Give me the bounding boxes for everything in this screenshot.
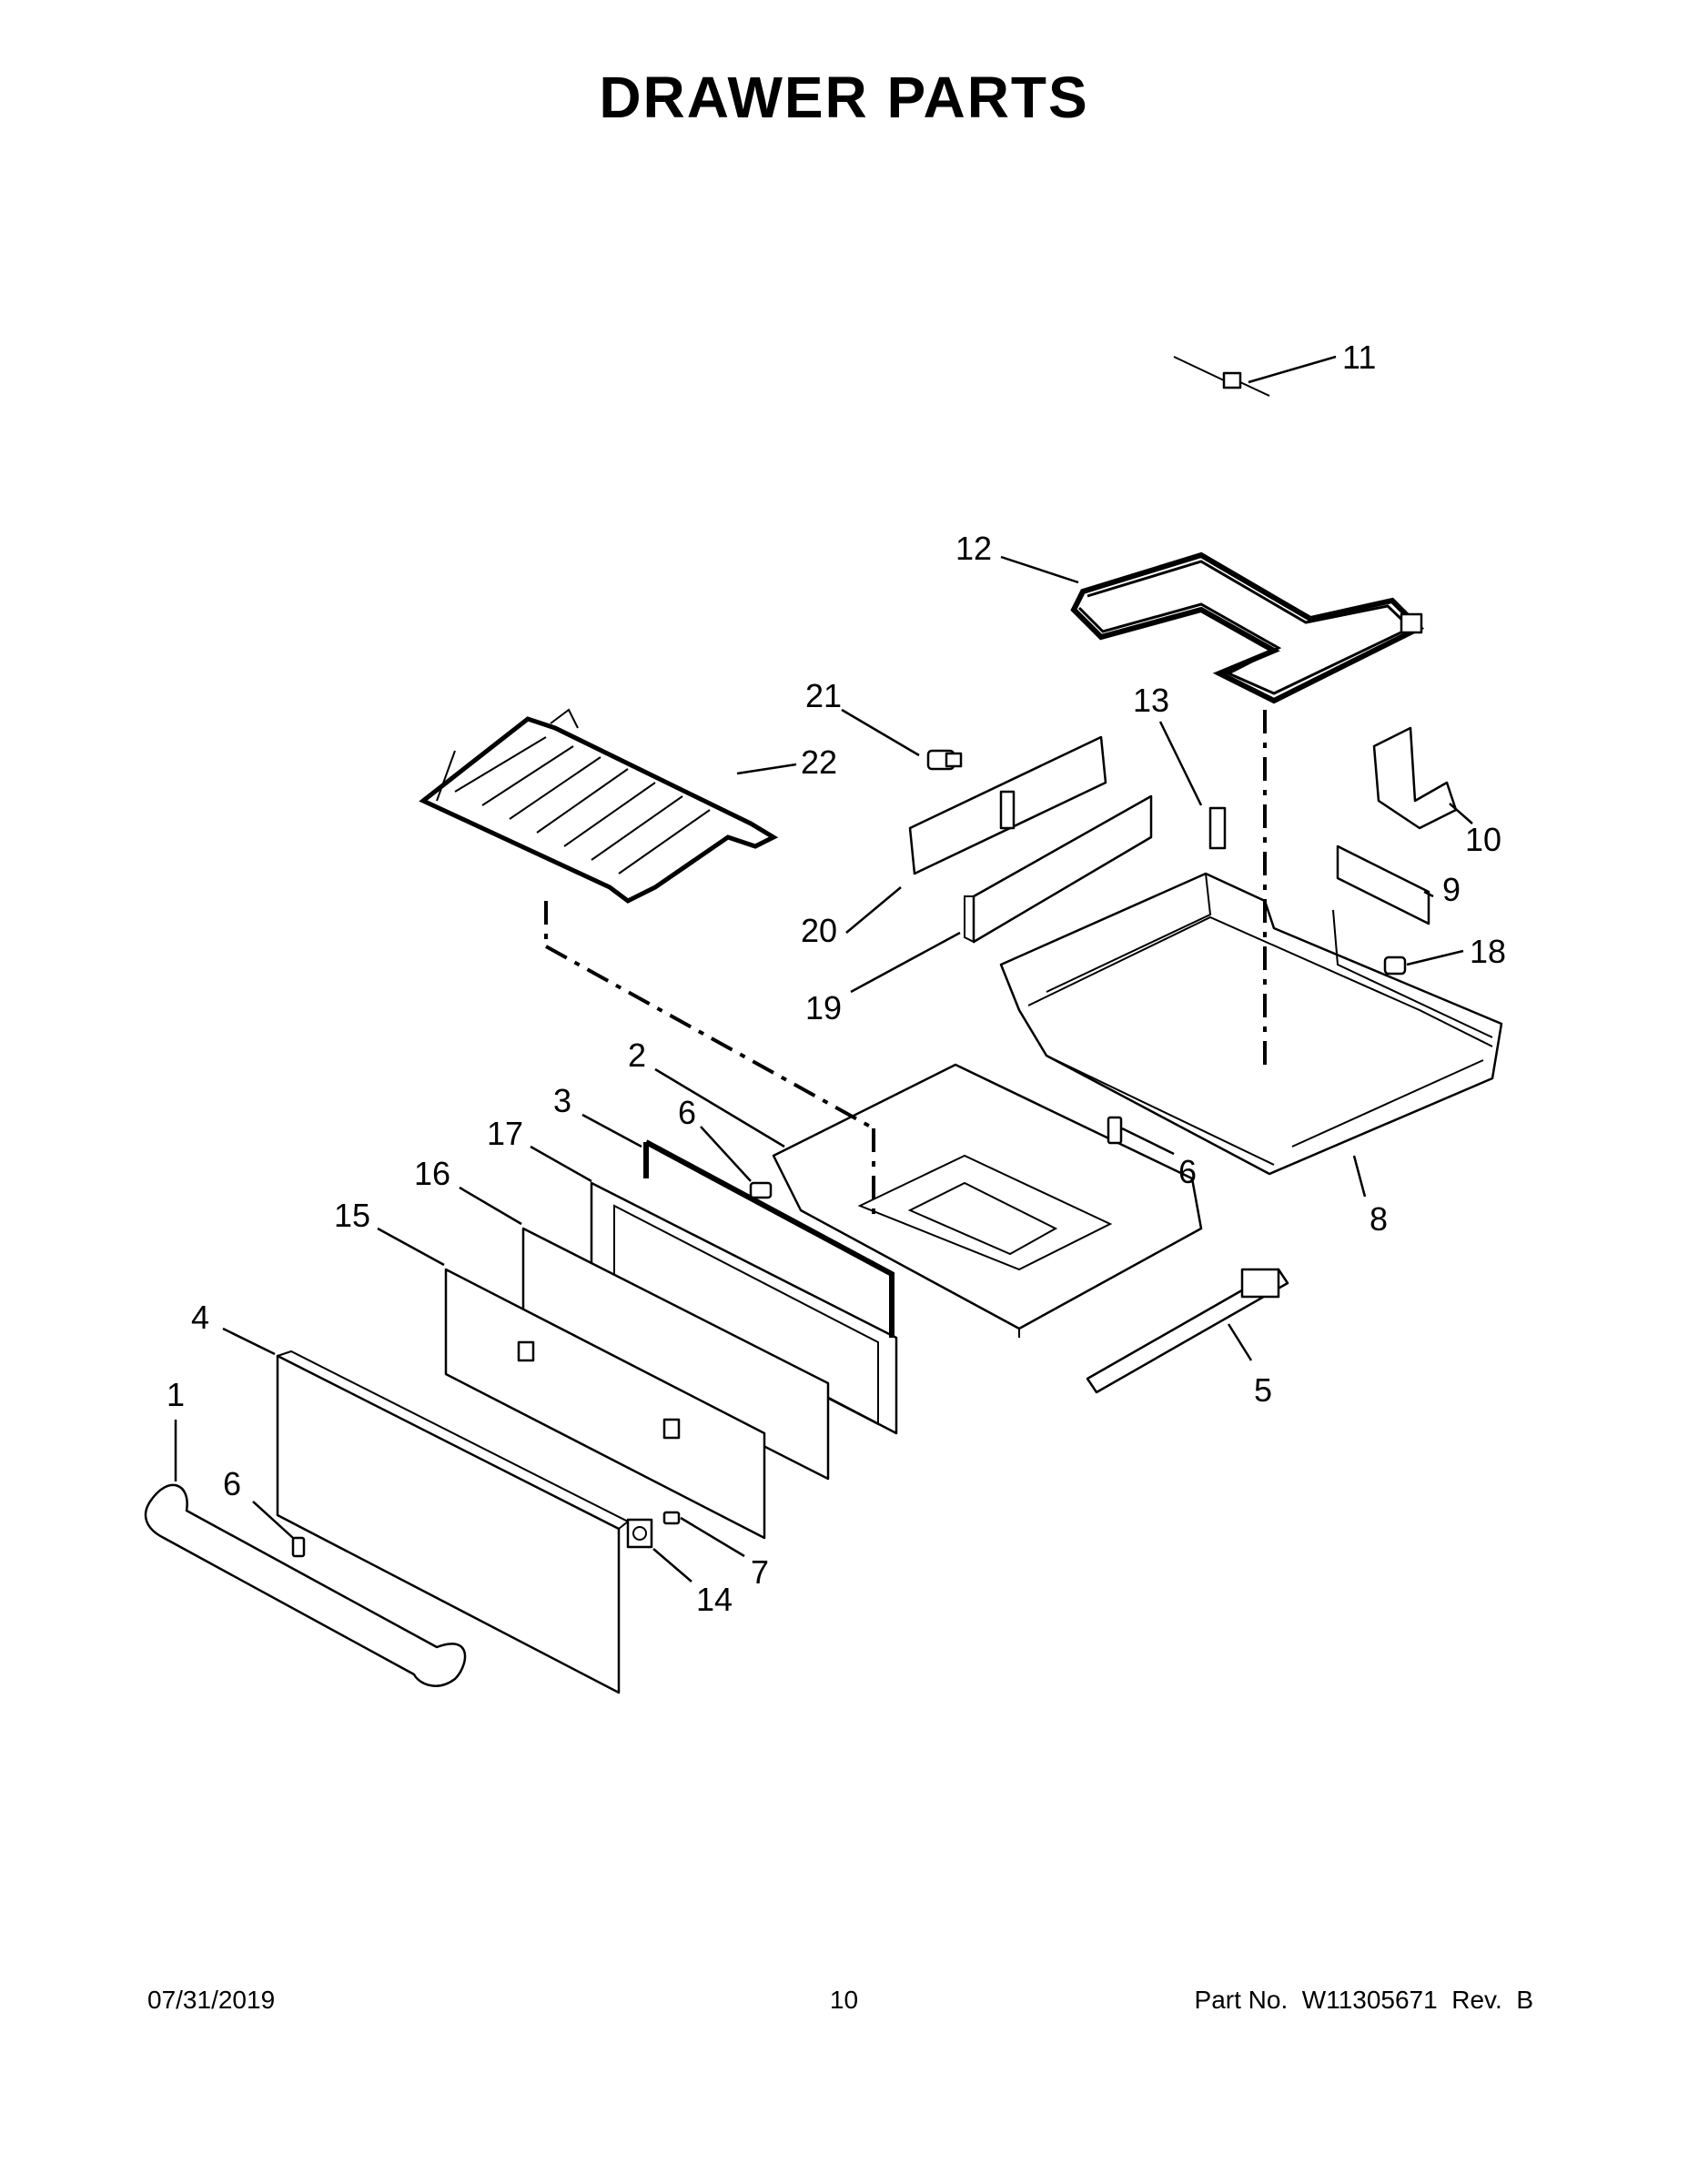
part-19-panel: [964, 794, 1153, 944]
part-3-rod: [643, 1139, 895, 1338]
part-10-bracket: [1372, 726, 1458, 830]
callout-12: 12: [955, 530, 992, 567]
callout-8: 8: [1370, 1200, 1388, 1238]
part-17-inner-panel: [590, 1181, 898, 1435]
leader-lines: [174, 355, 1473, 1582]
part-20-shield: [908, 735, 1107, 875]
part-7-screw: [662, 1511, 681, 1525]
footer-part-number: Part No. W11305671 Rev. B: [1194, 1986, 1533, 2014]
callout-14: 14: [696, 1581, 733, 1618]
part-4-door-panel: [276, 1350, 630, 1694]
part-1-handle: [144, 1483, 467, 1687]
part-13-plate: [1208, 806, 1227, 850]
callout-17: 17: [487, 1115, 523, 1152]
callout-16: 16: [414, 1155, 450, 1192]
part-16-panel: [521, 1227, 830, 1481]
callout-4: 4: [191, 1299, 209, 1336]
callout-6b: 6: [1178, 1153, 1197, 1190]
callout-9: 9: [1442, 871, 1461, 908]
callout-21: 21: [805, 677, 842, 714]
part-15-panel: [444, 1268, 766, 1540]
callout-2: 2: [628, 1036, 646, 1074]
callout-19: 19: [805, 989, 842, 1026]
callout-1: 1: [167, 1376, 185, 1413]
callout-10: 10: [1465, 821, 1501, 858]
footer-page-number: 10: [829, 1986, 859, 2014]
callout-5: 5: [1254, 1371, 1272, 1409]
part-5-slide: [1086, 1268, 1289, 1394]
part-14-grommet: [626, 1518, 653, 1549]
part-2-drawer-body: [772, 1063, 1203, 1338]
callout-6a: 6: [678, 1094, 696, 1131]
alignment-line-rack-b: [545, 945, 874, 1130]
callout-18: 18: [1470, 933, 1506, 970]
callout-11: 11: [1342, 339, 1376, 376]
part-8-housing: [999, 872, 1503, 1176]
callout-6c: 6: [223, 1465, 241, 1502]
part-11-sensor: [1173, 356, 1270, 397]
page-title: DRAWER PARTS: [599, 65, 1089, 130]
callout-7: 7: [751, 1553, 769, 1591]
part-21-screw: [926, 749, 963, 771]
callout-3: 3: [553, 1082, 571, 1119]
callout-20: 20: [801, 912, 837, 949]
part-22-rack: [419, 708, 779, 904]
part-18-clip: [1383, 956, 1407, 976]
part-6-screws: [291, 1116, 1123, 1558]
callout-22: 22: [801, 743, 837, 781]
callout-13: 13: [1133, 682, 1169, 719]
part-9-bracket: [1336, 844, 1430, 925]
part-12-element: [1070, 551, 1425, 704]
footer-date: 07/31/2019: [147, 1986, 276, 2014]
callout-15: 15: [334, 1197, 370, 1234]
